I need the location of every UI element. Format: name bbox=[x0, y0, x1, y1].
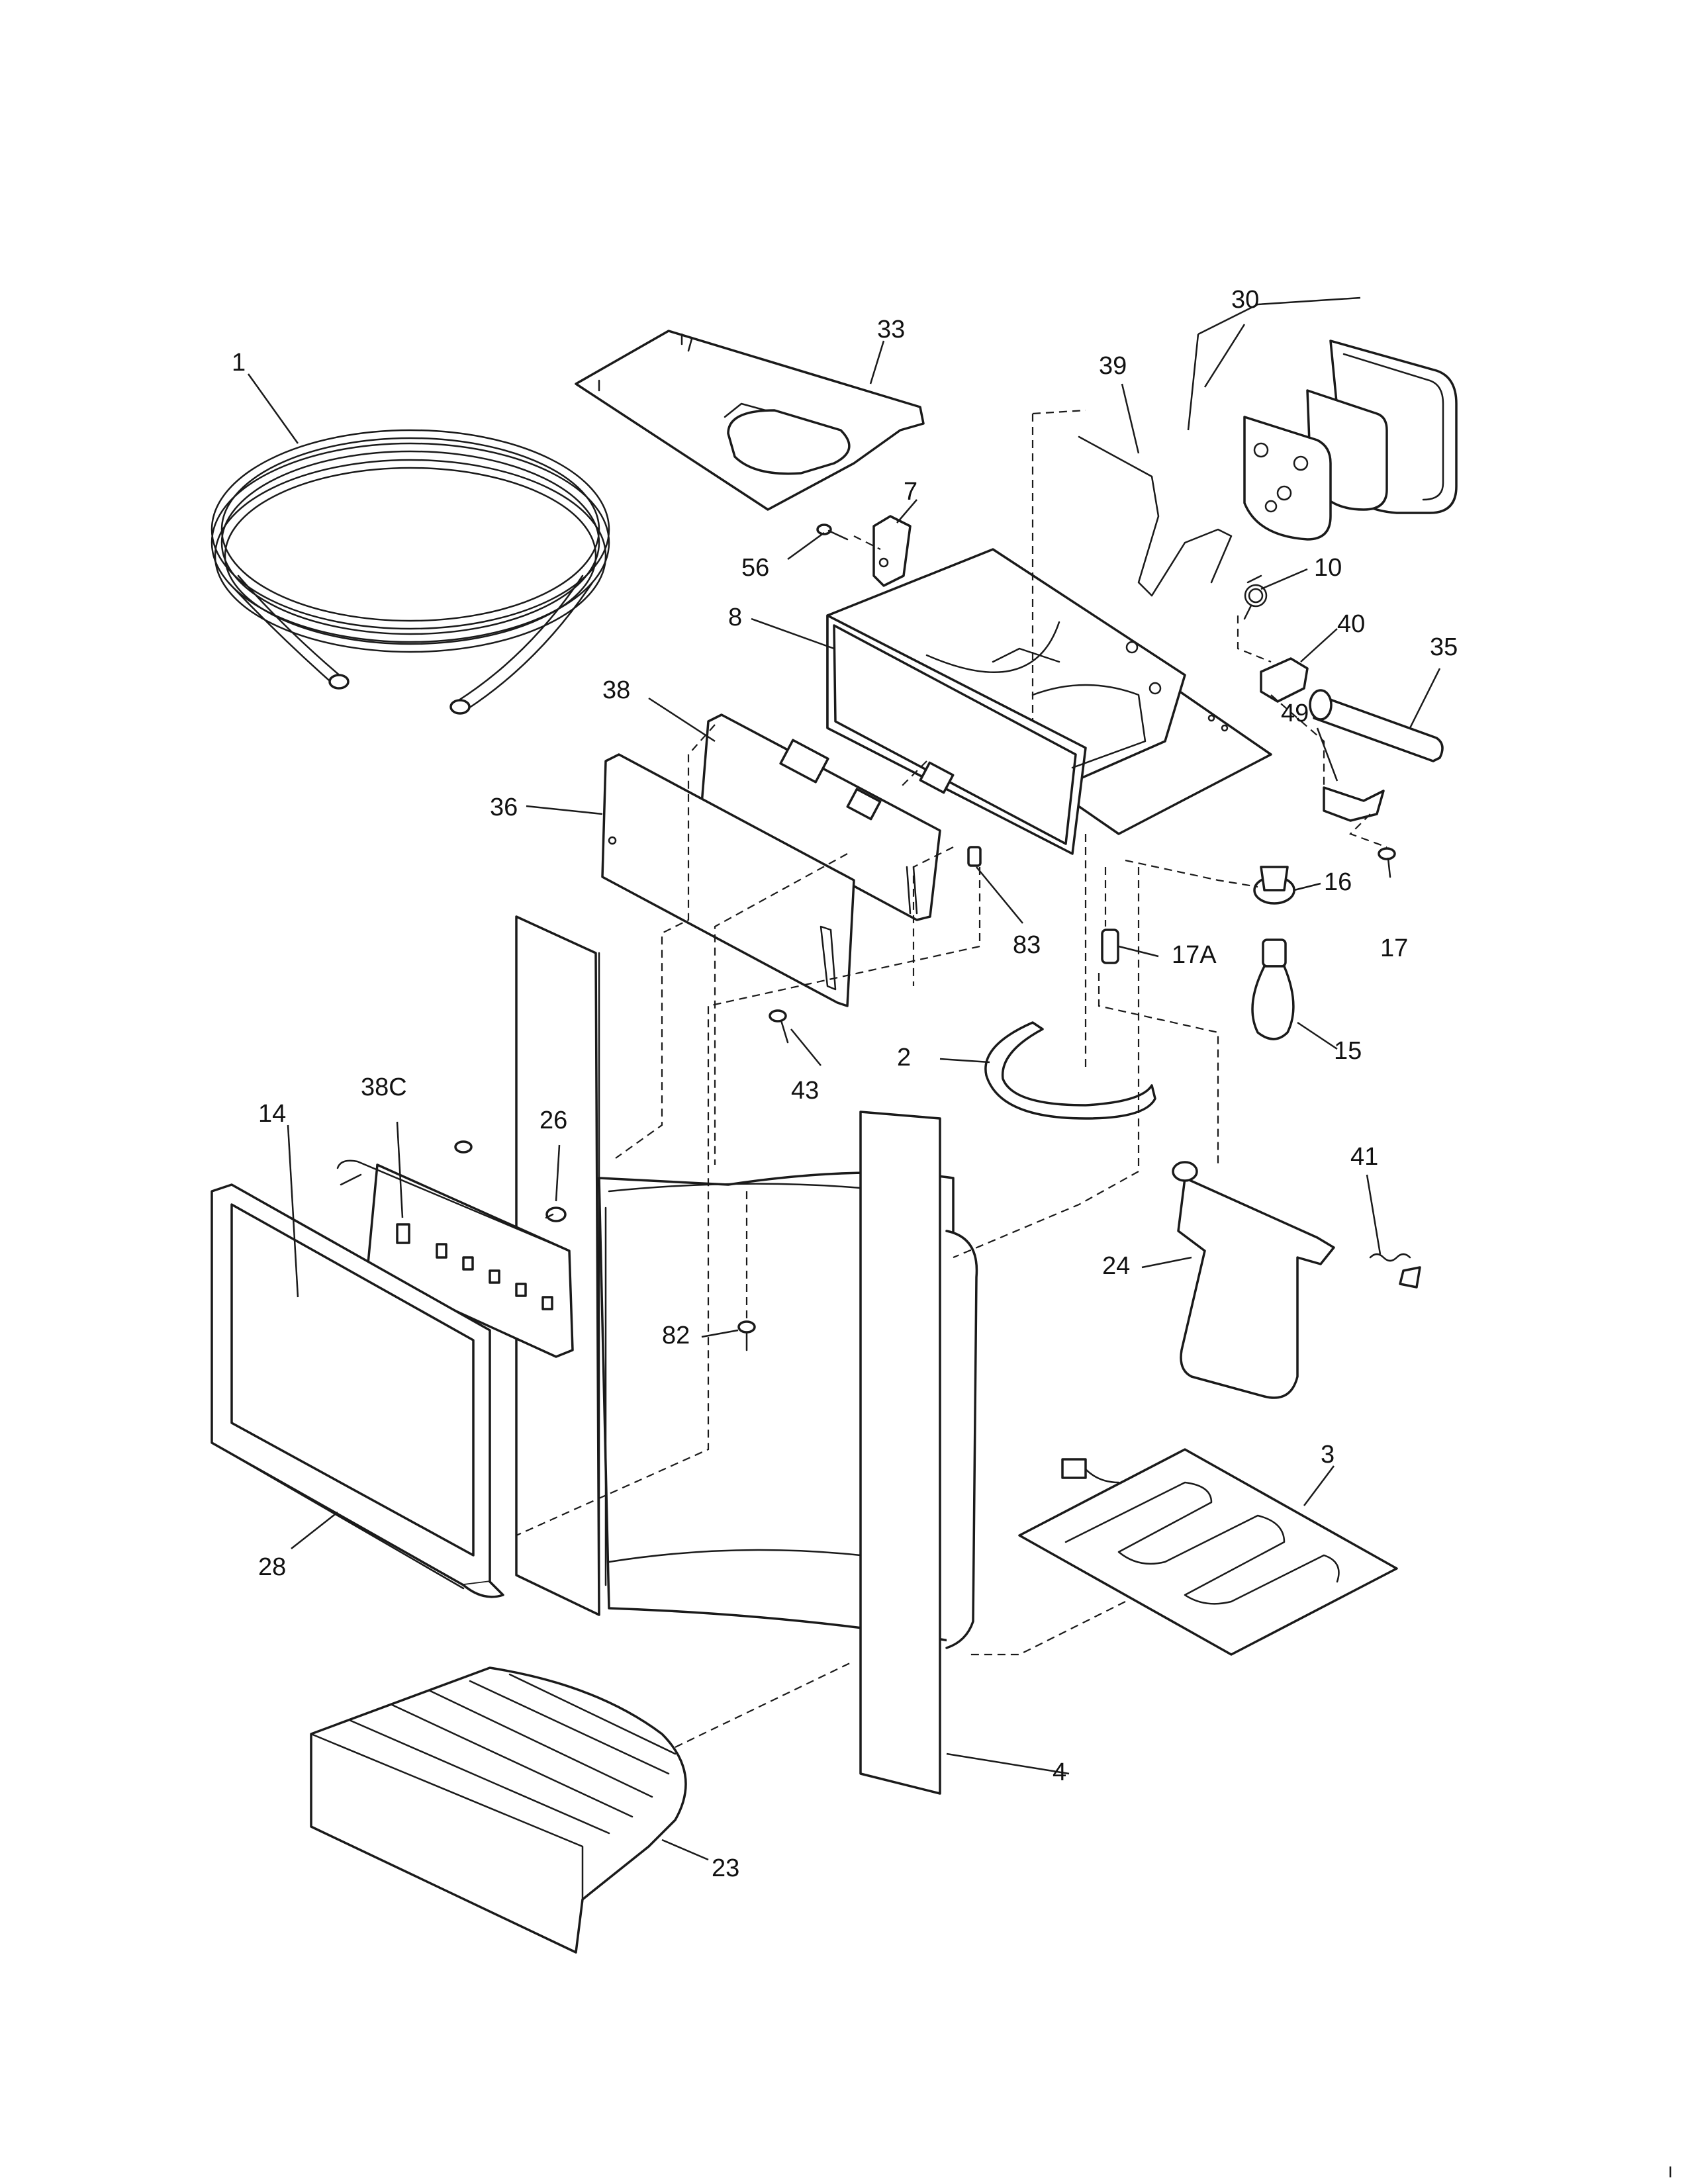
callout-7: 7 bbox=[904, 478, 917, 506]
callout-8: 8 bbox=[728, 604, 742, 631]
callout-26: 26 bbox=[539, 1107, 567, 1134]
part-82-screw bbox=[737, 1320, 756, 1351]
part-17-screw bbox=[1378, 847, 1396, 878]
callout-15: 15 bbox=[1334, 1037, 1362, 1065]
callout-1: 1 bbox=[232, 349, 246, 377]
part-7-bracket bbox=[872, 515, 912, 587]
callout-16: 16 bbox=[1324, 868, 1352, 896]
leader-lines bbox=[247, 296, 1441, 1861]
callout-17: 17 bbox=[1380, 934, 1408, 962]
part-56-screw bbox=[816, 523, 849, 541]
part-35-solenoid bbox=[1309, 689, 1444, 762]
part-39-rod bbox=[1078, 435, 1233, 597]
part-10-spring bbox=[1243, 574, 1268, 620]
part-8-housing bbox=[826, 548, 1272, 855]
callout-49: 49 bbox=[1281, 700, 1309, 727]
callout-41: 41 bbox=[1350, 1143, 1378, 1171]
callout-23: 23 bbox=[712, 1854, 739, 1882]
part-33-cover-plate bbox=[575, 330, 925, 511]
part-15-bulb bbox=[1251, 938, 1295, 1040]
callout-40: 40 bbox=[1337, 610, 1365, 638]
callout-35: 35 bbox=[1430, 633, 1458, 661]
part-23-drip-tray bbox=[310, 1666, 687, 1954]
callout-14: 14 bbox=[258, 1100, 286, 1128]
callout-38C: 38C bbox=[361, 1073, 407, 1101]
callout-38: 38 bbox=[602, 676, 630, 704]
callout-24: 24 bbox=[1102, 1252, 1130, 1280]
part-2-ring bbox=[984, 1021, 1156, 1120]
part-38c-dispenser-board bbox=[336, 1140, 574, 1358]
callout-83: 83 bbox=[1013, 931, 1041, 959]
callout-33: 33 bbox=[877, 316, 905, 343]
callout-3: 3 bbox=[1321, 1441, 1335, 1469]
part-17a-screw bbox=[1101, 929, 1119, 964]
callout-17A: 17A bbox=[1172, 941, 1217, 969]
callout-30: 30 bbox=[1231, 286, 1259, 314]
callout-82: 82 bbox=[662, 1322, 690, 1349]
callout-36: 36 bbox=[490, 794, 518, 821]
callout-39: 39 bbox=[1099, 352, 1127, 380]
assembly-dashed-lines bbox=[516, 409, 1387, 1748]
part-40-switch bbox=[1260, 657, 1309, 703]
callout-2: 2 bbox=[897, 1044, 911, 1071]
part-41-spring bbox=[1369, 1253, 1421, 1289]
part-36-cover-panel bbox=[601, 753, 855, 1007]
part-43-screw bbox=[769, 1009, 789, 1044]
callout-4: 4 bbox=[1053, 1758, 1066, 1786]
part-83-standoff bbox=[967, 846, 982, 867]
part-1-tubing-coil bbox=[211, 429, 610, 715]
part-14-front-panel bbox=[211, 1183, 504, 1598]
part-49-clip bbox=[1323, 786, 1385, 822]
callout-10: 10 bbox=[1314, 554, 1342, 582]
callout-labels: 1 33 39 30 7 56 10 8 40 35 38 49 36 16 8… bbox=[232, 286, 1673, 2181]
part-3-heater-plate bbox=[1018, 1448, 1398, 1656]
footer-mark: I bbox=[1668, 2163, 1673, 2181]
part-26-screw bbox=[545, 1206, 567, 1222]
part-16-lamp-socket bbox=[1253, 866, 1295, 905]
callout-56: 56 bbox=[741, 554, 769, 582]
part-24-dispenser-arm bbox=[1172, 1161, 1335, 1399]
callout-43: 43 bbox=[791, 1077, 819, 1105]
part-30-door-assembly bbox=[1243, 340, 1458, 541]
callout-28: 28 bbox=[258, 1553, 286, 1581]
